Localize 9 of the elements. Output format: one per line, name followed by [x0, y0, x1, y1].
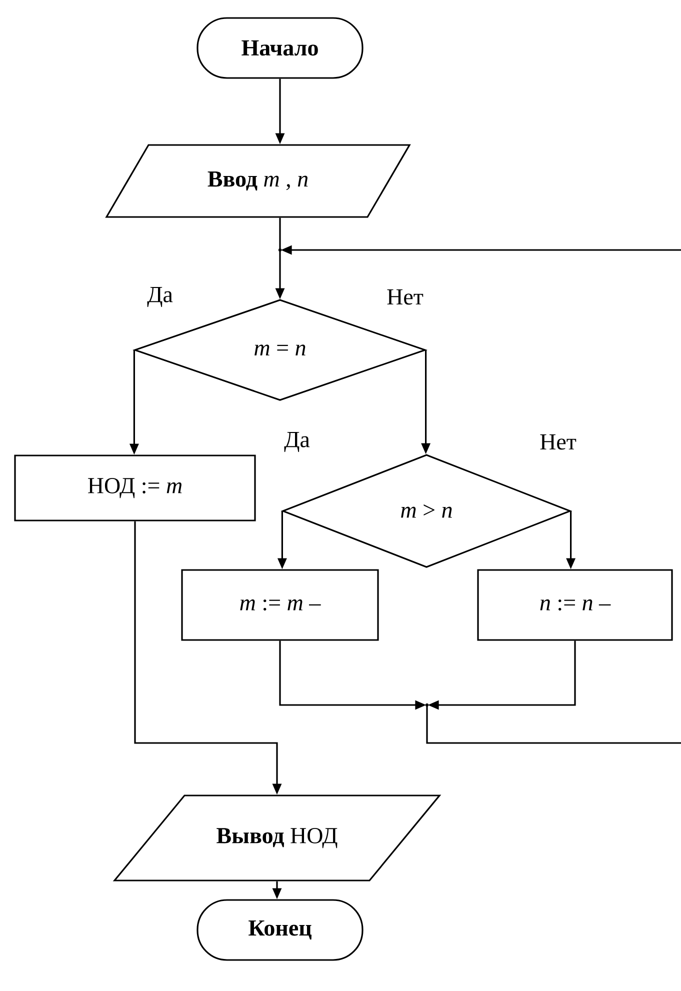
junction-point: [425, 703, 429, 707]
terminal-box: Конец: [196, 899, 364, 961]
process-box: НОД := m: [14, 454, 256, 522]
edge-label: Нет: [538, 433, 578, 451]
process-box: m := m –: [181, 569, 379, 641]
terminal-box: Начало: [196, 17, 364, 79]
junction-point: [278, 248, 282, 252]
process-box: n := n –: [477, 569, 673, 641]
edge-label: Да: [283, 431, 311, 453]
